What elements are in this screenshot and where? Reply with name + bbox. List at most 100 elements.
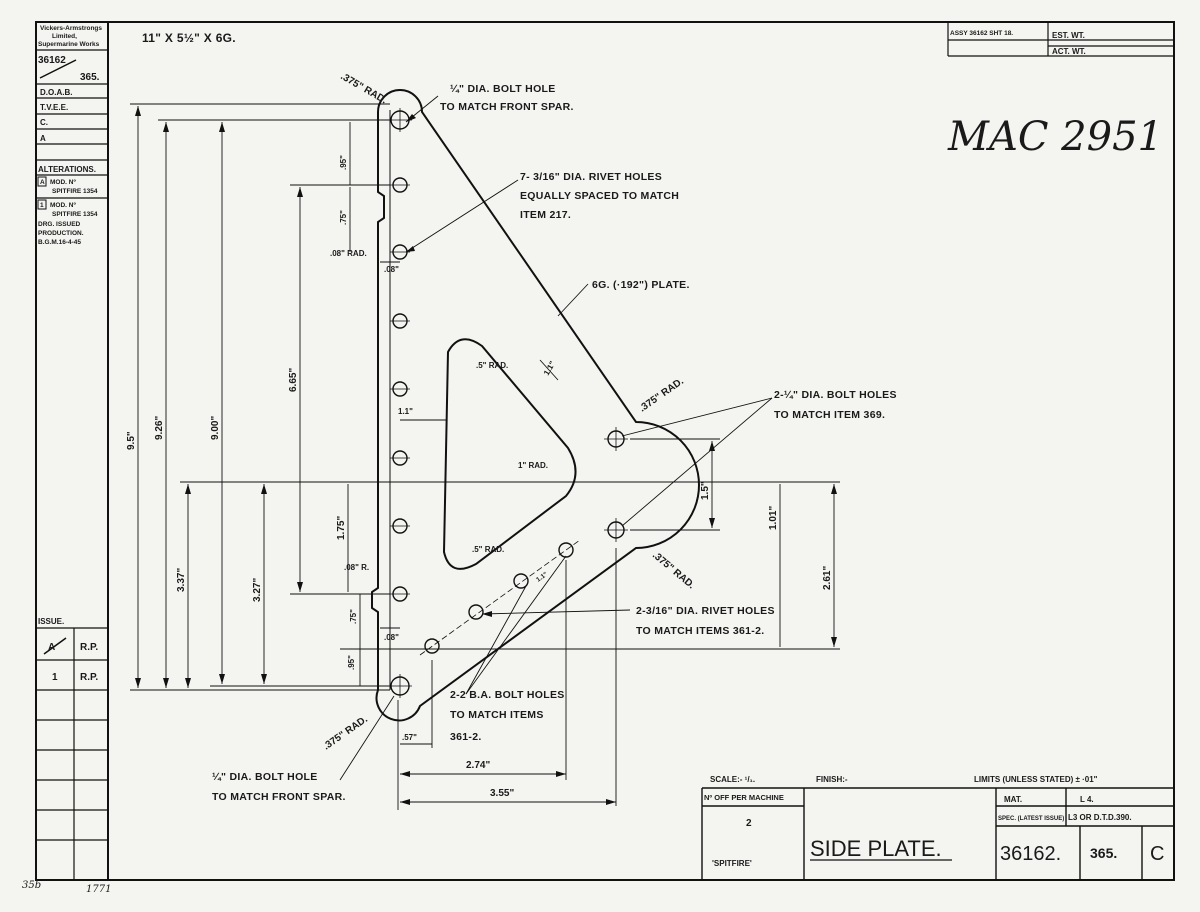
- alteration-1: 1 MOD. Nº SPITFIRE 1354 DRG. ISSUED PROD…: [37, 199, 98, 246]
- left-row-doab: D.O.A.B.: [40, 88, 72, 97]
- margin-scribble-2: 1771: [86, 884, 111, 895]
- dim-08-bottom: .08": [384, 633, 399, 642]
- alterations-title: ALTERATIONS.: [38, 165, 96, 174]
- centre-marks: [388, 108, 628, 698]
- alt-1-line-3: DRG. ISSUED: [38, 221, 81, 228]
- alt-a-letter: A: [40, 179, 45, 186]
- dim-75-top: .75": [339, 210, 348, 225]
- dim-1-75: 1.75": [336, 516, 347, 540]
- dim-rad-375-bottom: .375" RAD.: [321, 714, 370, 753]
- dim-9-5: 9.5": [126, 431, 137, 450]
- note-bolt-bottom-2: TO MATCH FRONT SPAR.: [212, 791, 346, 803]
- note-ba-bolts-1: 2-2 B.A. BOLT HOLES: [450, 689, 565, 701]
- company-name: Vickers-Armstrongs Limited, Supermarine …: [38, 25, 102, 48]
- issue-a-by: R.P.: [80, 642, 98, 653]
- dim-1-1-left: 1.1": [398, 407, 413, 416]
- ba-bolt-hole: [424, 638, 440, 654]
- left-row-a: A: [40, 134, 46, 143]
- spec-label: SPEC. (LATEST ISSUE): [998, 816, 1064, 822]
- left-sheet-number: 365.: [80, 72, 100, 83]
- dim-3-27: 3.27": [252, 578, 263, 602]
- note-rivets-361-1: 2-3/16" DIA. RIVET HOLES: [636, 605, 775, 617]
- dim-9-00: 9.00": [210, 416, 221, 440]
- mat-value: L 4.: [1080, 795, 1094, 804]
- dim-rad-5-bottom: .5" RAD.: [472, 545, 504, 554]
- n-off-label: Nº OFF PER MACHINE: [704, 793, 784, 802]
- alt-1-line-5: B.G.M.16-4-45: [38, 239, 81, 246]
- note-rivets-7-1: 7- 3/16" DIA. RIVET HOLES: [520, 171, 662, 183]
- alteration-a: A MOD. Nº SPITFIRE 1354: [37, 176, 98, 195]
- dim-9-26: 9.26": [154, 416, 165, 440]
- ba-bolt-hole: [558, 542, 574, 558]
- dim-rad-1: 1" RAD.: [518, 461, 548, 470]
- left-drawing-number: 36162: [38, 55, 66, 66]
- note-rivets-361-2: TO MATCH ITEMS 361-2.: [636, 625, 764, 637]
- rivet-hole-361: [513, 573, 529, 589]
- side-plate-outline: [371, 89, 700, 722]
- quantity: 2: [746, 818, 752, 829]
- dim-rad-08-bottom: .08" R.: [344, 563, 369, 572]
- dim-95-bottom: .95": [347, 655, 356, 670]
- drawing-border: [35, 21, 1175, 881]
- issue-1-by: R.P.: [80, 672, 98, 683]
- alt-1-line-4: PRODUCTION.: [38, 230, 84, 237]
- title-block-frame: [701, 787, 1174, 880]
- issue-a: A: [48, 642, 55, 653]
- dim-95-top: .95": [339, 155, 348, 170]
- limits-label: LIMITS (UNLESS STATED) ± ·01": [974, 775, 1098, 784]
- notes: ¼" DIA. BOLT HOLE TO MATCH FRONT SPAR. 7…: [212, 83, 897, 803]
- dim-6-65: 6.65": [288, 368, 299, 392]
- note-rivets-7-2: EQUALLY SPACED TO MATCH: [520, 190, 679, 202]
- issue-title: ISSUE.: [38, 617, 64, 626]
- dim-3-55: 3.55": [490, 788, 514, 799]
- dim-rad-375-top: .375" RAD.: [339, 71, 389, 106]
- alt-1-line-2: SPITFIRE 1354: [52, 211, 98, 218]
- note-bolt-top-1: ¼" DIA. BOLT HOLE: [450, 83, 556, 95]
- margin-scribble-1: 35b: [22, 880, 41, 891]
- left-info-block: [36, 49, 108, 199]
- issue-1: 1: [52, 672, 58, 683]
- spec-value: L3 OR D.T.D.390.: [1068, 813, 1132, 822]
- sheet-number: 365.: [1090, 845, 1117, 861]
- dim-08-top: .08": [384, 265, 399, 274]
- dim-57: .57": [402, 733, 417, 742]
- dim-rad-5-top: .5" RAD.: [476, 361, 508, 370]
- finish-label: FINISH:-: [816, 775, 848, 784]
- material-size: 11" X 5½" X 6G.: [142, 31, 236, 45]
- assy-reference: ASSY 36162 SHT 18.: [950, 30, 1013, 37]
- left-row-c: C.: [40, 118, 48, 127]
- alt-a-line-1: MOD. Nº: [50, 179, 76, 186]
- scale-label: SCALE:- ¹/₁.: [710, 775, 755, 784]
- dim-1-1-diag: 1.1": [542, 359, 557, 377]
- note-bolts-369-2: TO MATCH ITEM 369.: [774, 409, 885, 421]
- issue-letter: C: [1150, 843, 1164, 865]
- dim-rad-375-lower-right: .375" RAD.: [650, 550, 697, 592]
- part-title: SIDE PLATE.: [810, 836, 942, 861]
- company-line-3: Supermarine Works: [38, 41, 100, 48]
- dimension-lines: [130, 95, 840, 810]
- alt-1-line-1: MOD. Nº: [50, 202, 76, 209]
- issue-block: [36, 627, 108, 880]
- note-ba-bolts-3: 361-2.: [450, 731, 482, 743]
- mat-label: MAT.: [1004, 795, 1022, 804]
- note-ba-bolts-2: TO MATCH ITEMS: [450, 709, 544, 721]
- aircraft-name: 'SPITFIRE': [712, 859, 752, 868]
- dim-75-bottom: .75": [349, 609, 358, 624]
- note-bolts-369-1: 2-¼" DIA. BOLT HOLES: [774, 389, 897, 401]
- drawing-number: 36162.: [1000, 843, 1061, 865]
- note-rivets-7-3: ITEM 217.: [520, 209, 571, 221]
- dim-3-37: 3.37": [176, 568, 187, 592]
- rivet-hole-361: [468, 604, 484, 620]
- note-plate: 6G. (·192") PLATE.: [592, 279, 690, 291]
- company-line-2: Limited,: [52, 33, 77, 40]
- dim-2-74: 2.74": [466, 760, 490, 771]
- alt-a-line-2: SPITFIRE 1354: [52, 188, 98, 195]
- company-line-1: Vickers-Armstrongs: [40, 25, 102, 32]
- note-bolt-bottom-1: ¼" DIA. BOLT HOLE: [212, 771, 318, 783]
- handwritten-reference: MAC 2951: [947, 114, 1163, 160]
- dim-2-61: 2.61": [822, 566, 833, 590]
- dim-rad-375-right: .375" RAD.: [637, 376, 686, 415]
- dim-1-5: 1.5": [700, 481, 711, 500]
- est-weight-label: EST. WT.: [1052, 31, 1085, 40]
